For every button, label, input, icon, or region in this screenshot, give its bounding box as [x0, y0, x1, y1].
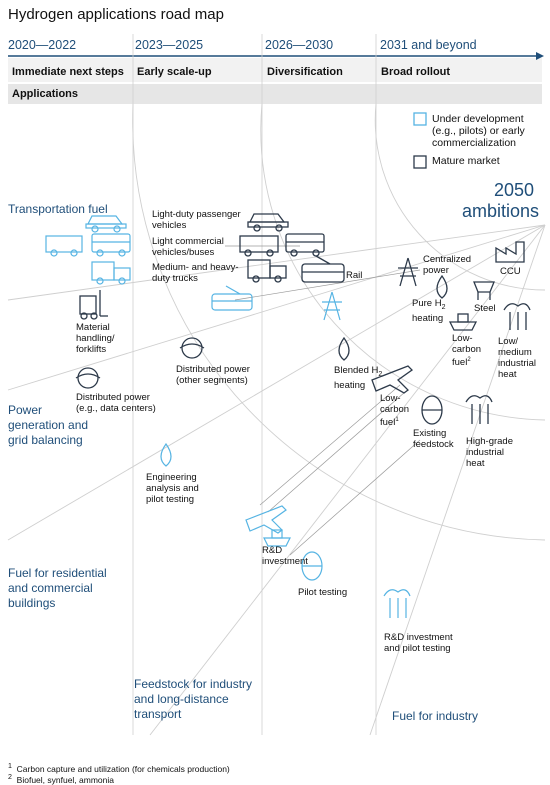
tank-light-icon	[301, 551, 323, 581]
label-forklifts: Material handling/ forklifts	[76, 322, 115, 355]
truck-icon	[91, 261, 131, 285]
phase-diversification: Diversification	[267, 66, 343, 78]
period-2031: 2031 and beyond	[380, 38, 477, 52]
factory-icon	[495, 241, 525, 263]
applications-band	[8, 84, 542, 104]
plug-other-icon	[179, 337, 205, 359]
label-steel: Steel	[474, 303, 496, 314]
footnote-1: 1 Carbon capture and utilization (for ch…	[8, 762, 230, 774]
label-dist-power-data: Distributed power (e.g., data centers)	[76, 392, 156, 414]
bus-icon	[91, 233, 131, 257]
ambitions-label: ambitions	[462, 201, 540, 221]
heat-rd-icon	[383, 589, 411, 618]
category-feedstock: Feedstock for industry and long-distance…	[134, 677, 253, 721]
time-arcs	[132, 103, 546, 541]
label-low-carbon-fuel-ship: Low-carbon fuel2	[452, 333, 482, 369]
period-2023: 2023—2025	[135, 38, 204, 52]
train-mature-icon	[301, 255, 345, 283]
car-mature-icon	[247, 213, 289, 232]
category-transport: Transportation fuel	[8, 202, 108, 216]
label-dist-power-other: Distributed power (other segments)	[176, 364, 250, 386]
heat-low-icon	[503, 303, 531, 330]
phase-band	[8, 58, 542, 82]
phase-early: Early scale-up	[137, 66, 212, 78]
category-buildings: Fuel for residential and commercial buil…	[8, 566, 107, 610]
train-icon	[211, 285, 253, 311]
phase-broad: Broad rollout	[381, 66, 451, 78]
van-mature-icon	[239, 235, 279, 257]
tank-icon	[421, 395, 443, 425]
flame-pure-icon	[436, 274, 448, 299]
label-rail: Rail	[346, 270, 363, 281]
legend-under-development: Under development (e.g., pilots) or earl…	[432, 113, 525, 149]
ship-light-icon	[263, 529, 291, 547]
label-ld-vehicles: Light-duty passenger vehicles	[152, 209, 241, 231]
label-rd-investment: R&D investment	[262, 545, 308, 567]
pylon-light-icon	[322, 291, 342, 321]
plane-light-icon	[245, 505, 287, 534]
heat-high-icon	[465, 395, 493, 424]
legend-mature: Mature market	[432, 155, 500, 167]
category-power: Power generation and grid balancing	[8, 403, 89, 447]
period-2020: 2020—2022	[8, 38, 77, 52]
flame-eng-icon	[160, 442, 172, 467]
phase-immediate: Immediate next steps	[12, 66, 124, 78]
van-icon	[45, 235, 83, 257]
pylon-icon	[398, 257, 418, 287]
forklift-icon	[79, 290, 108, 320]
flow-lines	[225, 245, 421, 556]
label-ccu: CCU	[500, 266, 521, 277]
flame-blended-icon	[338, 336, 350, 361]
label-low-carbon-fuel-plane: Low-carbon fuel1	[380, 393, 410, 429]
sector-rays	[7, 224, 546, 736]
label-centralized-power: Centralized power	[423, 254, 472, 276]
label-rd-invest-pilot: R&D investment and pilot testing	[384, 632, 453, 654]
legend-under-development-swatch	[413, 112, 427, 126]
category-industry: Fuel for industry	[392, 709, 479, 723]
truck-mature-icon	[247, 259, 287, 283]
label-lc-vehicles: Light commercial vehicles/buses	[152, 236, 224, 258]
plane-icon	[371, 365, 414, 394]
footnote-2: 2 Biofuel, synfuel, ammonia	[8, 773, 114, 785]
label-pure-h2: Pure H2 heating	[412, 298, 446, 324]
page-title: Hydrogen applications road map	[8, 6, 224, 23]
legend-mature-swatch	[413, 155, 427, 169]
period-2026: 2026—2030	[265, 38, 334, 52]
label-eng-analysis: Engineering analysis and pilot testing	[146, 472, 199, 505]
ambitions-year: 2050	[494, 180, 535, 200]
label-high-grade-heat: High-grade industrial heat	[466, 436, 513, 469]
plug-icon	[75, 367, 101, 389]
applications-label: Applications	[12, 88, 79, 100]
bus-mature-icon	[285, 233, 325, 257]
steel-icon	[473, 281, 495, 300]
label-pilot-testing: Pilot testing	[298, 587, 348, 598]
label-existing-feedstock: Existing feedstock	[413, 428, 454, 450]
timeline-arrow	[536, 52, 544, 60]
label-low-med-heat: Low/ medium industrial heat	[498, 336, 537, 380]
label-blended-h2: Blended H2 heating	[334, 365, 383, 391]
ship-icon	[448, 313, 478, 331]
car-icon	[85, 215, 127, 233]
label-heavy-trucks: Medium- and heavy-duty trucks	[152, 262, 239, 284]
